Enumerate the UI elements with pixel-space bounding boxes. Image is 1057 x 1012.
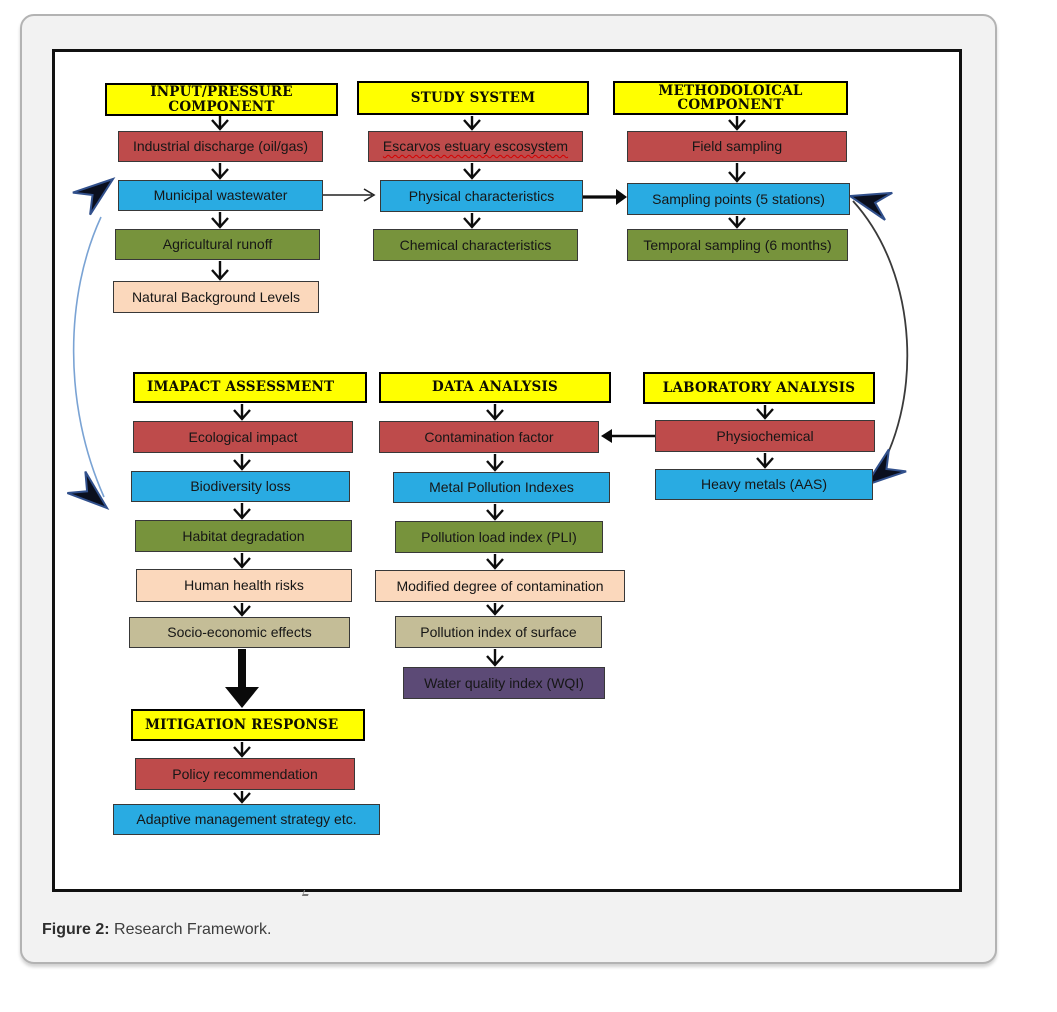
- node-natural-background-levels: Natural Background Levels: [113, 281, 319, 313]
- figure-card: INPUT/PRESSURE COMPONENT Industrial disc…: [20, 14, 997, 964]
- node-physiochemical: Physiochemical: [655, 420, 875, 452]
- node-mitigation-response-header: MITIGATION RESPONSE: [131, 709, 365, 741]
- node-laboratory-analysis-header: LABORATORY ANALYSIS: [643, 372, 875, 404]
- node-adaptive-management: Adaptive management strategy etc.: [113, 804, 380, 835]
- node-escarvos-estuary: Escarvos estuary escosystem: [368, 131, 583, 162]
- node-metal-pollution-indexes: Metal Pollution Indexes: [393, 472, 610, 503]
- node-input-pressure-header: INPUT/PRESSURE COMPONENT: [105, 83, 338, 116]
- dart-arrowheads: [67, 177, 907, 510]
- node-data-analysis-header: DATA ANALYSIS: [379, 372, 611, 403]
- node-methodological-header: METHODOLOICAL COMPONENT: [613, 81, 848, 115]
- left-feedback-curve: [72, 216, 105, 498]
- arrow-municipal-to-physical: [323, 188, 376, 202]
- figure-caption: Figure 2: Research Framework.: [42, 921, 271, 939]
- node-habitat-degradation: Habitat degradation: [135, 520, 352, 552]
- diagram-frame: INPUT/PRESSURE COMPONENT Industrial disc…: [52, 49, 962, 892]
- node-contamination-factor: Contamination factor: [379, 421, 599, 453]
- node-temporal-sampling: Temporal sampling (6 months): [627, 229, 848, 261]
- node-modified-degree-contamination: Modified degree of contamination: [375, 570, 625, 602]
- figure-caption-label: Figure 2:: [42, 921, 110, 938]
- escarvos-label: Escarvos estuary escosystem: [382, 138, 569, 155]
- node-human-health-risks: Human health risks: [136, 569, 352, 602]
- dart-biodiversity: [67, 471, 110, 510]
- node-pollution-load-index: Pollution load index (PLI): [395, 521, 603, 553]
- node-policy-recommendation: Policy recommendation: [135, 758, 355, 790]
- down-arrow-connectors: [211, 116, 774, 804]
- dart-municipal: [72, 177, 116, 216]
- node-agricultural-runoff: Agricultural runoff: [115, 229, 320, 260]
- node-physical-characteristics: Physical characteristics: [380, 180, 583, 212]
- node-water-quality-index: Water quality index (WQI): [403, 667, 605, 699]
- stray-mark: [301, 890, 311, 896]
- arrow-physio-to-contamination: [601, 429, 655, 443]
- node-heavy-metals: Heavy metals (AAS): [655, 469, 873, 500]
- node-municipal-wastewater: Municipal wastewater: [118, 180, 323, 211]
- figure-caption-text: Research Framework.: [109, 921, 272, 938]
- node-socio-economic-effects: Socio-economic effects: [129, 617, 350, 648]
- node-sampling-points: Sampling points (5 stations): [627, 183, 850, 215]
- node-ecological-impact: Ecological impact: [133, 421, 353, 453]
- node-impact-assessment-header: IMAPACT ASSESSMENT: [133, 372, 367, 403]
- arrow-physical-to-sampling: [583, 189, 627, 205]
- node-pollution-index-surface: Pollution index of surface: [395, 616, 602, 648]
- node-chemical-characteristics: Chemical characteristics: [373, 229, 578, 261]
- node-field-sampling: Field sampling: [627, 131, 847, 162]
- node-study-system-header: STUDY SYSTEM: [357, 81, 589, 115]
- dart-sampling: [847, 191, 893, 221]
- node-industrial-discharge: Industrial discharge (oil/gas): [118, 131, 323, 162]
- node-biodiversity-loss: Biodiversity loss: [131, 471, 350, 502]
- thick-down-arrow: [225, 649, 259, 708]
